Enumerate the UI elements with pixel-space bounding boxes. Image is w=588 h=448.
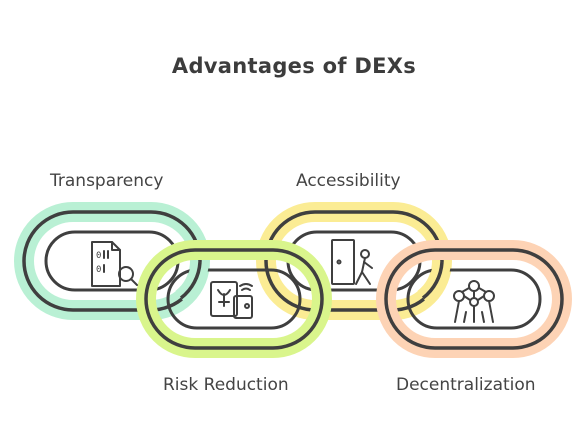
interlock-overlap-3 — [417, 261, 451, 306]
label-transparency: Transparency — [50, 171, 164, 191]
svg-text:0: 0 — [96, 265, 101, 275]
hedge-wallet-icon — [210, 281, 253, 319]
chain-link-risk-reduction — [136, 240, 332, 358]
label-decentralization: Decentralization — [396, 375, 536, 395]
person-entering-door-icon — [331, 239, 373, 285]
network-structure-icon — [453, 280, 495, 323]
binary-file-search-icon: 0 0 — [91, 241, 138, 287]
label-risk-reduction: Risk Reduction — [163, 375, 289, 395]
page-title: Advantages of DEXs — [171, 54, 417, 78]
svg-text:0: 0 — [96, 251, 101, 261]
chain-link-decentralization — [376, 240, 572, 358]
interlock-overlap-1 — [175, 261, 209, 306]
label-accessibility: Accessibility — [296, 171, 401, 191]
chain-link-accessibility — [256, 202, 452, 320]
